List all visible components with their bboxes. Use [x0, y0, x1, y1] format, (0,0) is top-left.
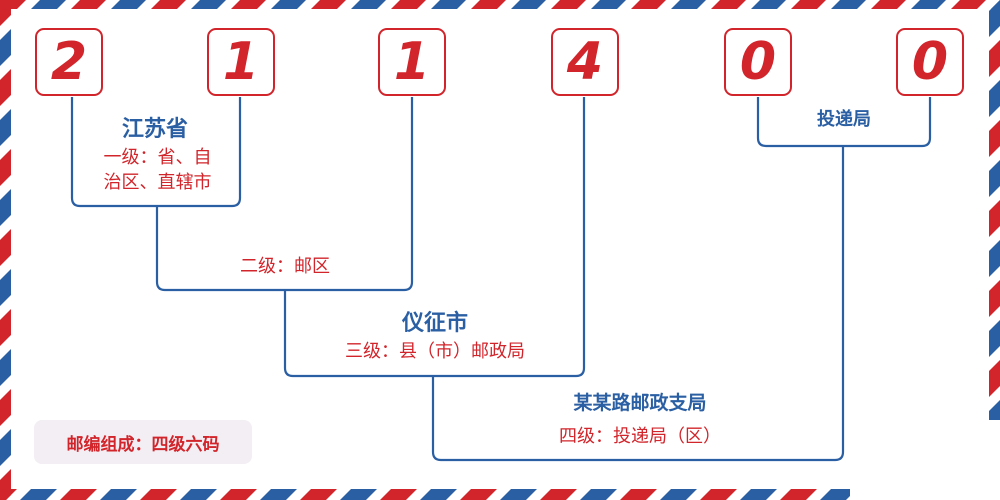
level4-place: 某某路邮政支局	[573, 392, 707, 414]
postcode-digit-2: 1	[207, 28, 275, 96]
postcode-digit-3: 1	[378, 28, 446, 96]
bracket-level4	[431, 146, 845, 462]
postcode-digit-4: 4	[551, 28, 619, 96]
postcode-digit-1: 2	[35, 28, 103, 96]
level1-desc-line2: 治区、直辖市	[103, 172, 212, 193]
level1-place: 江苏省	[121, 116, 188, 142]
level3-desc: 三级：县（市）邮政局	[345, 341, 525, 362]
postcode-digit-5: 0	[724, 28, 792, 96]
level3-place: 仪征市	[401, 310, 468, 336]
bracket-level3	[283, 97, 586, 378]
postcode-structure-badge: 邮编组成：四级六码	[34, 420, 252, 464]
delivery-place: 投递局	[817, 109, 871, 130]
postcode-digit-6: 0	[896, 28, 964, 96]
level1-desc-line1: 一级：省、自	[103, 147, 212, 168]
bracket-delivery	[756, 97, 932, 148]
level2-desc: 二级：邮区	[240, 256, 330, 277]
level4-desc: 四级：投递局（区）	[559, 426, 721, 447]
